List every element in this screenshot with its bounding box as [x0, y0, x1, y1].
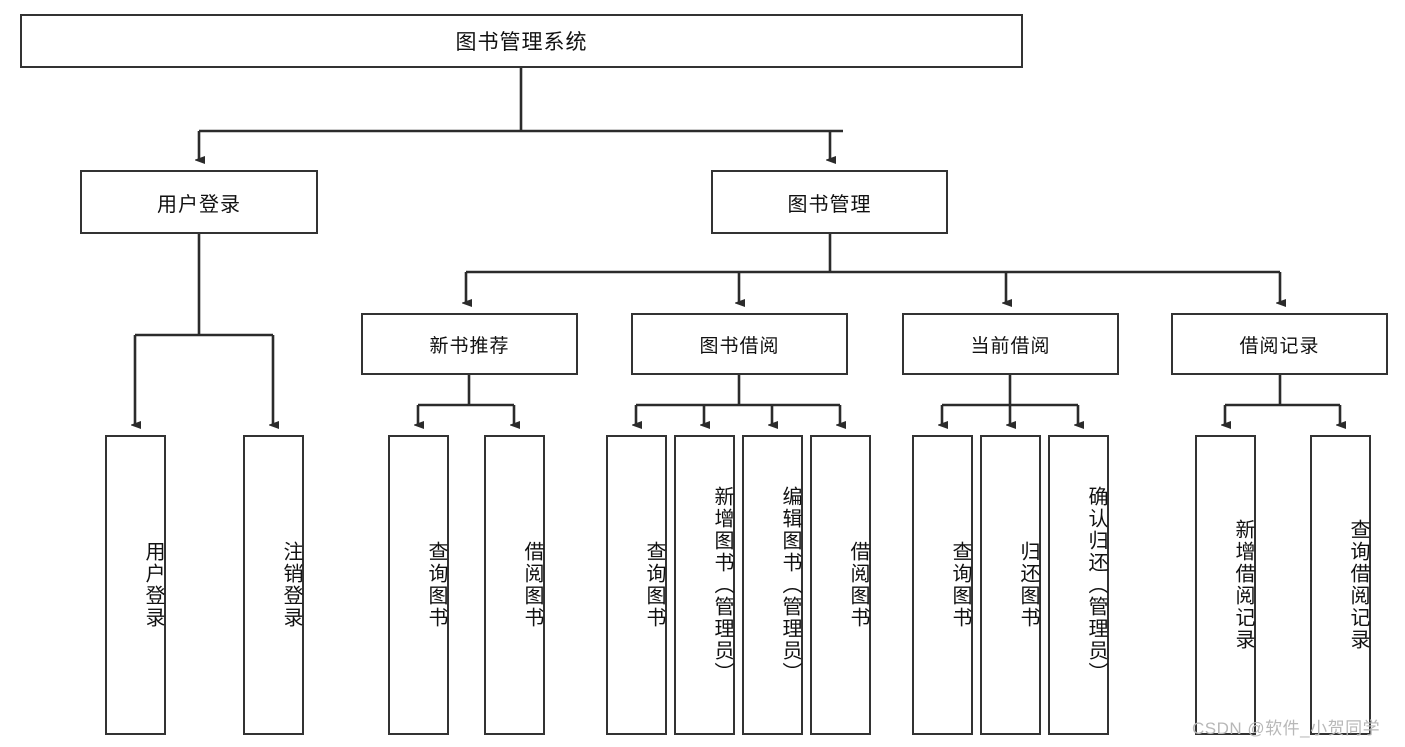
node-current-borrow[interactable]: 当前借阅 [902, 313, 1119, 375]
node-leaf-borrow-book-recommend[interactable]: 借阅图书 [484, 435, 545, 735]
node-current-borrow-label: 当前借阅 [970, 335, 1051, 357]
node-book-borrow-label: 图书借阅 [699, 335, 780, 357]
node-leaf-borrow-book-label: 借阅图书 [847, 541, 869, 629]
node-leaf-query-book-recommend[interactable]: 查询图书 [388, 435, 449, 735]
node-leaf-confirm-return-admin-label: 确认归还（管理员） [1085, 486, 1107, 684]
node-new-book-recommend-label: 新书推荐 [429, 335, 510, 357]
node-root[interactable]: 图书管理系统 [20, 14, 1023, 68]
node-borrow-record-label: 借阅记录 [1239, 335, 1320, 357]
node-leaf-user-login-label: 用户登录 [142, 541, 164, 629]
node-leaf-query-book-current[interactable]: 查询图书 [912, 435, 973, 735]
node-leaf-edit-book-admin-label: 编辑图书（管理员） [779, 486, 801, 684]
node-leaf-query-book-current-label: 查询图书 [949, 541, 971, 629]
node-new-book-recommend[interactable]: 新书推荐 [361, 313, 578, 375]
node-leaf-borrow-book-recommend-label: 借阅图书 [521, 541, 543, 629]
node-book-management-label: 图书管理 [787, 193, 872, 216]
node-root-label: 图书管理系统 [455, 31, 588, 54]
node-leaf-return-book-label: 归还图书 [1017, 541, 1039, 629]
node-leaf-return-book[interactable]: 归还图书 [980, 435, 1041, 735]
node-leaf-add-book-admin-label: 新增图书（管理员） [711, 486, 733, 684]
csdn-watermark: CSDN @软件_小贺同学 [1192, 719, 1381, 738]
node-leaf-query-book-borrow-label: 查询图书 [643, 541, 665, 629]
node-leaf-query-borrow-record[interactable]: 查询借阅记录 [1310, 435, 1371, 735]
node-leaf-logout-login[interactable]: 注销登录 [243, 435, 304, 735]
node-leaf-query-book-recommend-label: 查询图书 [425, 541, 447, 629]
node-leaf-add-borrow-record[interactable]: 新增借阅记录 [1195, 435, 1256, 735]
node-leaf-add-borrow-record-label: 新增借阅记录 [1232, 519, 1254, 651]
node-leaf-edit-book-admin[interactable]: 编辑图书（管理员） [742, 435, 803, 735]
node-book-borrow[interactable]: 图书借阅 [631, 313, 848, 375]
node-leaf-logout-login-label: 注销登录 [280, 541, 302, 629]
node-user-login[interactable]: 用户登录 [80, 170, 318, 234]
node-leaf-add-book-admin[interactable]: 新增图书（管理员） [674, 435, 735, 735]
node-leaf-query-book-borrow[interactable]: 查询图书 [606, 435, 667, 735]
node-leaf-user-login[interactable]: 用户登录 [105, 435, 166, 735]
node-book-management[interactable]: 图书管理 [711, 170, 948, 234]
node-leaf-confirm-return-admin[interactable]: 确认归还（管理员） [1048, 435, 1109, 735]
node-borrow-record[interactable]: 借阅记录 [1171, 313, 1388, 375]
node-leaf-query-borrow-record-label: 查询借阅记录 [1347, 519, 1369, 651]
node-user-login-label: 用户登录 [157, 193, 241, 216]
node-leaf-borrow-book[interactable]: 借阅图书 [810, 435, 871, 735]
